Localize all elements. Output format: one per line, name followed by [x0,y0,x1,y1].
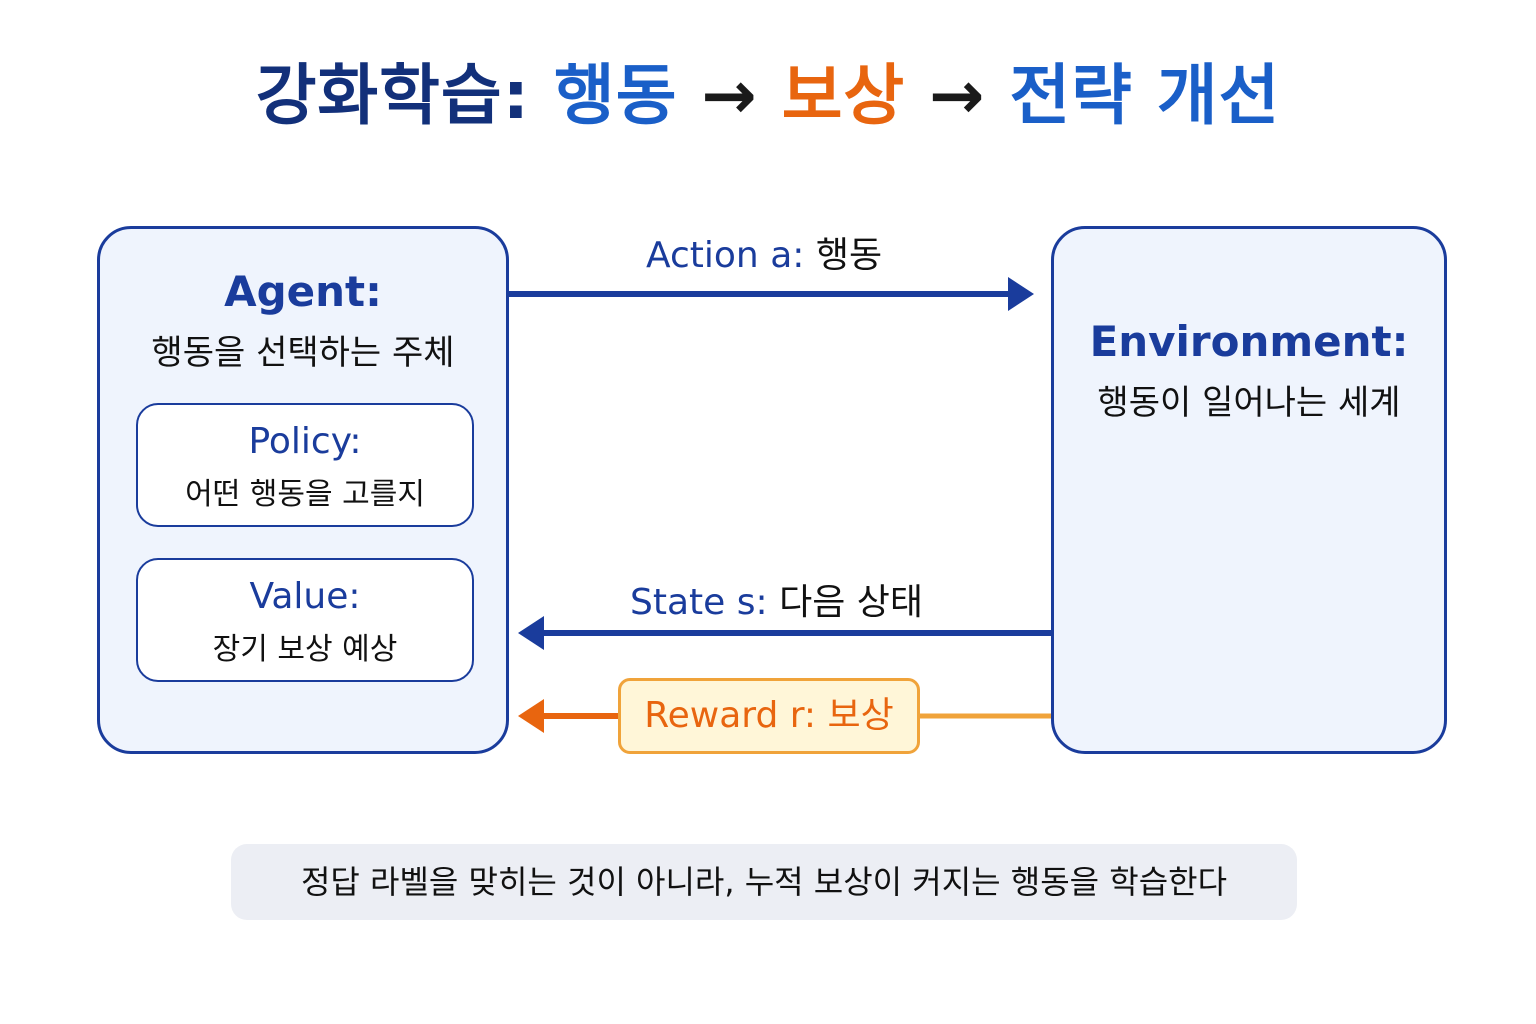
title-action: 행동 [553,57,678,134]
value-description: 장기 보상 예상 [212,632,398,667]
value-box: Value: 장기 보상 예상 [136,558,474,682]
environment-heading: Environment: [1089,317,1409,366]
state-arrow [518,616,1051,650]
agent-heading: Agent: [224,267,382,316]
state-label-ko: 다음 상태 [779,582,924,623]
footer-note: 정답 라벨을 맞히는 것이 아니라, 누적 보상이 커지는 행동을 학습한다 [231,844,1297,920]
action-label-ko: 행동 [815,235,883,276]
state-label: State s: 다음 상태 [630,573,923,625]
policy-description: 어떤 행동을 고를지 [185,477,425,512]
title-reward: 보상 [781,57,906,134]
title-improve: 전략 개선 [1009,57,1281,134]
agent-description: 행동을 선택하는 주체 [151,333,455,373]
reward-arrow [518,699,1051,733]
state-label-en: State s: [630,582,768,623]
title-arrow-1: → [701,57,758,134]
title-arrow-2: → [929,57,986,134]
action-label-en: Action a: [646,235,805,276]
action-arrow [509,277,1034,311]
page-title: 강화학습: 행동 → 보상 → 전략 개선 [0,42,1536,138]
environment-box: Environment: 행동이 일어나는 세계 [1051,226,1447,754]
policy-heading: Policy: [248,421,362,462]
value-heading: Value: [249,576,361,617]
action-label: Action a: 행동 [646,226,882,278]
agent-box: Agent: 행동을 선택하는 주체 Policy: 어떤 행동을 고를지 Va… [97,226,509,754]
environment-description: 행동이 일어나는 세계 [1097,383,1401,423]
title-prefix: 강화학습: [255,57,530,134]
reward-label: Reward r: 보상 [618,678,920,754]
policy-box: Policy: 어떤 행동을 고를지 [136,403,474,527]
